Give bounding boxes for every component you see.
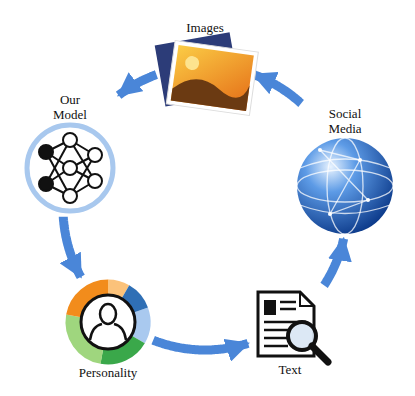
icon-slot <box>65 279 151 365</box>
person-outline <box>90 304 126 340</box>
cycle-arrow <box>63 217 81 277</box>
node-label: Personality <box>78 365 139 380</box>
icon-slot <box>295 136 395 236</box>
globe-lines <box>297 138 393 234</box>
personality-icon <box>60 274 156 370</box>
icon-node: Personality <box>65 279 151 380</box>
globe <box>297 138 393 234</box>
node-label: Text <box>278 362 303 377</box>
cycle-arrow <box>119 75 157 96</box>
globe-dots <box>318 148 370 216</box>
text-icon <box>258 292 328 362</box>
node-label: Social Media <box>318 106 372 136</box>
icon-slot <box>159 35 251 115</box>
icon-slot <box>24 122 116 214</box>
magnifier-handle <box>312 346 328 362</box>
model-circle <box>27 125 113 211</box>
photo-frame <box>166 40 258 115</box>
person-disc <box>81 295 135 349</box>
photo-sky <box>171 45 254 111</box>
photo-hill <box>171 75 250 111</box>
cycle-arrow <box>254 75 301 104</box>
icon-slot <box>250 288 330 362</box>
network-links <box>46 140 95 196</box>
globe-icon <box>297 138 393 234</box>
node-label: Images <box>185 20 225 35</box>
icon-node: Images <box>159 20 251 115</box>
icon-node: Text <box>250 288 330 377</box>
document-fold <box>300 292 314 306</box>
node-label: Our Model <box>43 92 97 122</box>
trait-ring <box>60 274 156 370</box>
cycle-arrow <box>324 239 344 286</box>
photo-sun <box>184 55 200 71</box>
cycle-arrow <box>153 340 248 350</box>
model-icon <box>27 125 113 211</box>
icon-node: Our Model <box>24 92 116 214</box>
icon-node: Social Media <box>295 106 395 236</box>
network-units <box>39 133 102 203</box>
images-icon <box>155 32 259 115</box>
document-picture <box>264 300 276 315</box>
